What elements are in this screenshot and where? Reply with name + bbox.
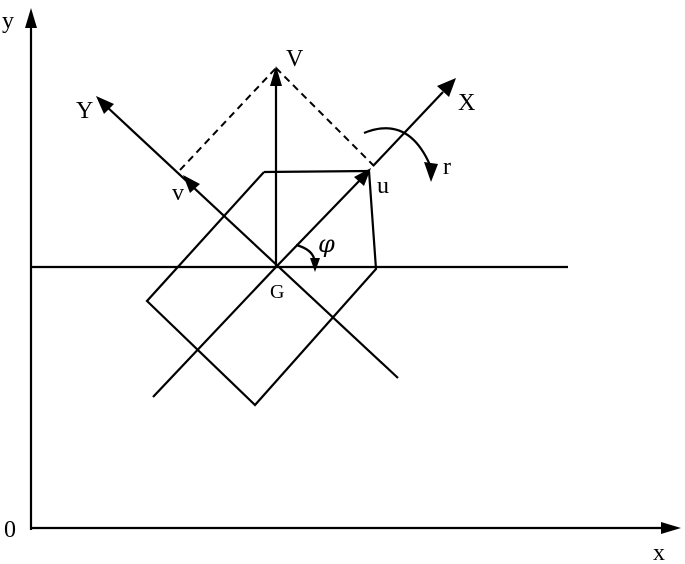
u-velocity-arrow — [275, 177, 363, 268]
dashed-line-V-to-u — [275, 67, 375, 167]
yaw-rate-arc — [363, 127, 432, 166]
body-x-axis-lower — [152, 266, 277, 398]
x-axis-label: x — [653, 540, 665, 564]
global-y-axis-arrowhead — [25, 8, 37, 28]
v-velocity-arrowhead — [183, 175, 200, 193]
global-x-axis-arrowhead — [661, 522, 681, 534]
heading-angle-label: φ — [318, 230, 335, 258]
body-y-axis-arrowhead — [96, 96, 114, 114]
v-velocity-label: v — [172, 180, 184, 206]
yaw-rate-label: r — [443, 154, 451, 180]
u-velocity-arrowhead — [354, 168, 371, 186]
dashed-line-v-to-V — [179, 67, 277, 171]
body-outline — [145, 169, 378, 407]
y-axis-label: y — [2, 8, 14, 34]
u-velocity-label: u — [377, 173, 389, 199]
center-of-gravity-label: G — [270, 281, 284, 303]
body-x-axis-upper — [372, 91, 444, 167]
body-x-axis-label: X — [458, 90, 475, 116]
body-x-axis-arrowhead — [437, 78, 456, 97]
yaw-rate-arrowhead — [424, 162, 438, 182]
origin-label: 0 — [4, 517, 16, 543]
body-y-axis — [105, 105, 399, 379]
v-total-velocity-arrowhead — [270, 66, 282, 86]
body-y-axis-label: Y — [76, 98, 93, 124]
heading-angle-arrowhead — [310, 258, 320, 272]
total-velocity-label: V — [286, 46, 304, 72]
